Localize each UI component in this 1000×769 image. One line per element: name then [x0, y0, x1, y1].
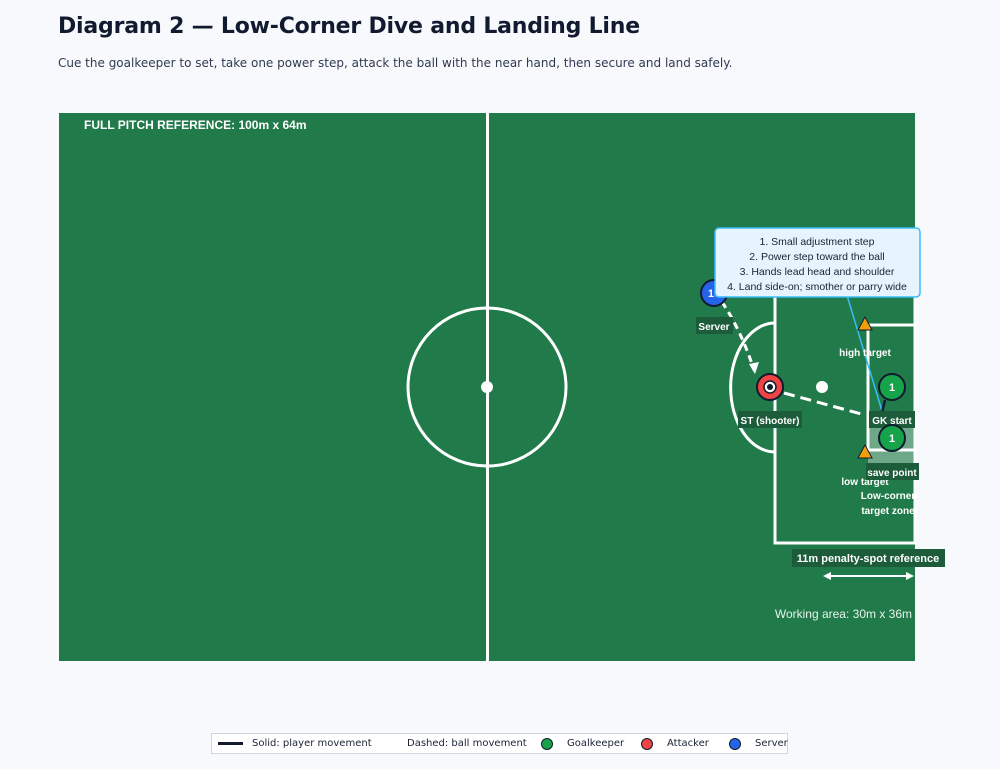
attacker-dot-icon — [641, 737, 653, 750]
shot-path — [783, 391, 866, 417]
shooter-label: ST (shooter) — [741, 416, 800, 427]
low-target-cone — [857, 443, 873, 459]
server-tag — [696, 317, 733, 334]
server-dot-icon — [729, 737, 741, 750]
legend-item-attacker: Attacker — [641, 734, 709, 753]
goalkeeper-movement-line — [880, 399, 887, 414]
high-target-label: high target — [839, 348, 891, 359]
save-point-label: save point — [867, 468, 917, 479]
target-zone-label-line1: Low-corner — [861, 491, 916, 502]
callout-leader-line — [845, 291, 883, 412]
legend-dashed-label: Dashed: ball movement — [407, 738, 527, 749]
page-subtitle: Cue the goalkeeper to set, take one powe… — [58, 56, 733, 70]
callout-step-1: 1. Small adjustment step — [760, 236, 875, 248]
shooter-marker — [756, 373, 784, 401]
legend-goalkeeper-label: Goalkeeper — [567, 738, 625, 749]
distance-arrow — [823, 572, 914, 580]
goalkeeper-save-marker — [878, 424, 906, 452]
working-area-label: Working area: 30m x 36m — [775, 607, 912, 621]
legend-solid-label: Solid: player movement — [252, 738, 372, 749]
legend-item-dashed: Dashed: ball movement — [373, 734, 527, 753]
legend-attacker-label: Attacker — [667, 738, 709, 749]
callout-step-2: 2. Power step toward the ball — [749, 251, 884, 263]
low-target-label: low target — [841, 477, 889, 488]
penalty-spot — [816, 381, 828, 393]
shooter-tag — [738, 411, 802, 428]
goalkeeper-dot-icon — [541, 737, 553, 750]
server-pass-arrowhead — [749, 362, 759, 374]
goalkeeper-start-number: 1 — [889, 382, 895, 394]
server-pass-path — [720, 301, 756, 371]
penalty-spot-reference-tag — [792, 549, 945, 567]
goalkeeper-save-number: 1 — [889, 433, 895, 445]
centre-spot — [481, 381, 493, 393]
legend-server-label: Server — [755, 738, 788, 749]
goalkeeper-start-marker — [878, 373, 906, 401]
penalty-spot-reference-label: 11m penalty-spot reference — [797, 553, 939, 565]
legend: Solid: player movement Dashed: ball move… — [211, 733, 788, 754]
callout-step-4: 4. Land side-on; smother or parry wide — [727, 281, 907, 293]
legend-item-server: Server — [729, 734, 788, 753]
legend-item-solid: Solid: player movement — [218, 734, 372, 753]
centre-circle — [406, 306, 568, 468]
target-zone-label-line2: target zone — [861, 506, 915, 517]
dashed-line-icon — [373, 742, 398, 745]
penalty-arc — [729, 321, 776, 454]
high-target-cone — [857, 315, 873, 331]
coaching-callout — [714, 227, 921, 298]
server-label: Server — [698, 322, 729, 333]
legend-item-goalkeeper: Goalkeeper — [541, 734, 624, 753]
solid-line-icon — [218, 742, 243, 745]
save-point-tag — [866, 463, 919, 480]
goalkeeper-start-tag — [869, 411, 915, 428]
callout-step-3: 3. Hands lead head and shoulder — [740, 266, 895, 278]
pitch-reference-label: FULL PITCH REFERENCE: 100m x 64m — [84, 118, 307, 132]
page-title: Diagram 2 — Low-Corner Dive and Landing … — [58, 14, 640, 39]
goalkeeper-start-label: GK start — [872, 416, 912, 427]
